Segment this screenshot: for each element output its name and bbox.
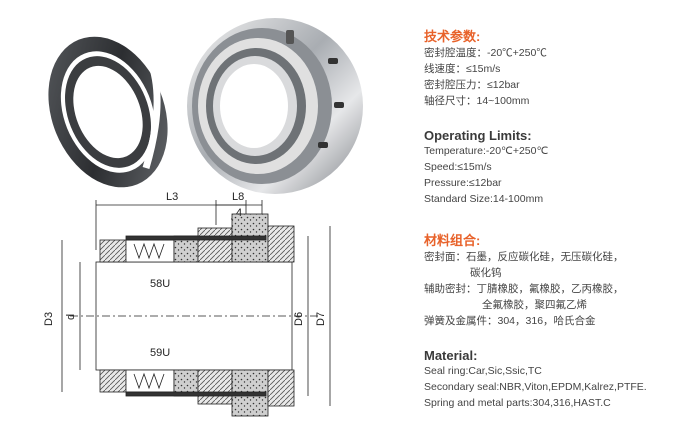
specs-en-line: Speed:≤15m/s bbox=[424, 161, 492, 173]
dim-L8: L8 bbox=[232, 191, 244, 203]
specs-cn-line: 线速度：≤15m/s bbox=[424, 63, 501, 75]
dim-D7: D7 bbox=[315, 312, 327, 326]
specs-en-heading: Operating Limits: bbox=[424, 128, 532, 143]
dim-L3: L3 bbox=[166, 191, 178, 203]
specs-cn-line: 轴径尺寸：14~100mm bbox=[424, 95, 530, 107]
dim-D6: D6 bbox=[293, 312, 305, 326]
specifications-panel: 技术参数: 密封腔温度：-20℃+250℃ 线速度：≤15m/s 密封腔压力：≤… bbox=[424, 0, 679, 420]
product-figure: L3 L8 4 58U 59U D3 d D6 D7 bbox=[43, 18, 363, 417]
label-58U: 58U bbox=[150, 278, 170, 290]
material-en-section: Material: Seal ring:Car,Sic,Ssic,TC Seco… bbox=[424, 348, 647, 411]
dim-D3: D3 bbox=[43, 312, 55, 326]
material-cn-line: 辅助密封：丁腈橡胶，氟橡胶，乙丙橡胶， bbox=[424, 283, 624, 295]
specs-cn-line: 密封腔压力：≤12bar bbox=[424, 79, 520, 91]
stationary-ring-photo bbox=[48, 36, 168, 188]
material-cn-line: 密封面：石墨，反应碳化硅，无压碳化硅， bbox=[424, 251, 624, 263]
seal-head-photo bbox=[187, 18, 363, 194]
material-cn-line: 全氟橡胶，聚四氟乙烯 bbox=[482, 299, 587, 311]
seal-illustration: L3 L8 4 58U 59U D3 d D6 D7 bbox=[43, 18, 363, 417]
material-cn-line: 弹簧及金属件：304，316，哈氏合金 bbox=[424, 315, 596, 327]
specs-cn-section: 技术参数: 密封腔温度：-20℃+250℃ 线速度：≤15m/s 密封腔压力：≤… bbox=[424, 26, 547, 109]
dim-4: 4 bbox=[236, 207, 242, 219]
material-cn-section: 材料组合: 密封面：石墨，反应碳化硅，无压碳化硅， 碳化钨 辅助密封：丁腈橡胶，… bbox=[424, 230, 624, 329]
specs-en-section: Operating Limits: Temperature:-20℃+250℃ … bbox=[424, 128, 548, 207]
specs-en-line: Pressure:≤12bar bbox=[424, 177, 502, 189]
specs-en-line: Standard Size:14-100mm bbox=[424, 193, 544, 205]
material-cn-heading: 材料组合: bbox=[424, 233, 481, 248]
label-59U: 59U bbox=[150, 347, 170, 359]
material-cn-line: 碳化钨 bbox=[470, 267, 502, 279]
specs-cn-heading: 技术参数: bbox=[424, 29, 481, 44]
material-en-line: Spring and metal parts:304,316,HAST.C bbox=[424, 397, 611, 409]
dim-d: d bbox=[65, 314, 77, 320]
specs-en-line: Temperature:-20℃+250℃ bbox=[424, 145, 549, 157]
material-en-heading: Material: bbox=[424, 348, 478, 363]
material-en-line: Seal ring:Car,Sic,Ssic,TC bbox=[424, 365, 542, 377]
cross-section-drawing bbox=[61, 200, 331, 417]
specs-cn-line: 密封腔温度：-20℃+250℃ bbox=[424, 47, 547, 59]
material-en-line: Secondary seal:NBR,Viton,EPDM,Kalrez,PTF… bbox=[424, 381, 647, 393]
